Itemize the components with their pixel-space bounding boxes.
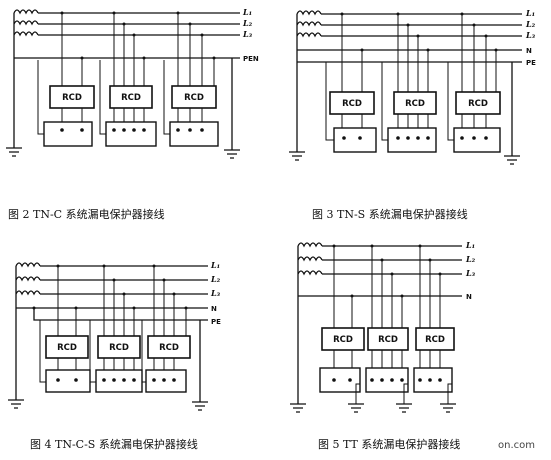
rcd-label-1: RCD xyxy=(57,343,77,353)
caption-fig2: 图 2 TN-C 系统漏电保护器接线 xyxy=(8,207,165,221)
load-box-1 xyxy=(319,367,361,393)
label-n: N xyxy=(466,293,472,301)
load-box-2 xyxy=(387,127,437,153)
transformer-coil-3 xyxy=(13,31,39,37)
rcd-label-1: RCD xyxy=(333,335,353,345)
diagram-tn-c-s: L₁ L₂ L₃ N PE RCD RCD RCD xyxy=(8,260,221,451)
rcd-label-2: RCD xyxy=(378,335,398,345)
rcd-box-2 xyxy=(97,335,141,359)
rcd-box-3 xyxy=(455,91,501,115)
diagram-tn-c: L₁ L₂ L₃ PEN RCD RCD RCD xyxy=(6,7,259,221)
rcd-label-3: RCD xyxy=(468,99,488,109)
rcd-label-1: RCD xyxy=(342,99,362,109)
rcd-label-3: RCD xyxy=(425,335,445,345)
rcd-label-3: RCD xyxy=(184,93,204,103)
diagram-tt: L₁ L₂ L₃ N RCD RCD RCD xyxy=(290,240,476,451)
ground-symbol xyxy=(6,147,22,157)
label-l3: L₃ xyxy=(210,288,221,298)
caption-fig4: 图 4 TN-C-S 系统漏电保护器接线 xyxy=(30,437,198,451)
load-box-1 xyxy=(333,127,377,153)
label-l1: L₁ xyxy=(210,260,220,270)
rcd-box-1 xyxy=(321,327,365,351)
rcd-box-1 xyxy=(45,335,89,359)
label-n: N xyxy=(211,305,217,313)
load-box-2 xyxy=(105,121,157,147)
label-l3: L₃ xyxy=(465,268,476,278)
rcd-label-1: RCD xyxy=(62,93,82,103)
load-box-3 xyxy=(145,369,187,393)
load-box-1 xyxy=(45,369,91,393)
label-pe: PE xyxy=(526,59,536,67)
rcd-label-2: RCD xyxy=(121,93,141,103)
rcd-box-2 xyxy=(109,85,153,109)
watermark: on.com xyxy=(498,440,535,451)
label-l2: L₂ xyxy=(242,18,253,28)
load-box-1 xyxy=(43,121,93,147)
diagram-tn-s: L₁ L₂ L₃ N PE RCD RCD RCD xyxy=(289,8,536,221)
load-box-3 xyxy=(453,127,501,153)
repeat-ground-symbol xyxy=(224,149,240,159)
rcd-box-2 xyxy=(367,327,409,351)
rcd-label-2: RCD xyxy=(405,99,425,109)
rcd-box-3 xyxy=(147,335,191,359)
transformer-coil-2 xyxy=(13,20,39,26)
rcd-label-3: RCD xyxy=(159,343,179,353)
label-l2: L₂ xyxy=(210,274,221,284)
rcd-box-3 xyxy=(171,85,217,109)
label-l3: L₃ xyxy=(242,29,253,39)
label-pe: PE xyxy=(211,318,221,326)
caption-fig3: 图 3 TN-S 系统漏电保护器接线 xyxy=(312,207,468,221)
label-l2: L₂ xyxy=(525,19,536,29)
rcd-box-2 xyxy=(393,91,437,115)
label-l1: L₁ xyxy=(525,8,535,18)
label-l1: L₁ xyxy=(242,7,252,17)
label-l3: L₃ xyxy=(525,30,536,40)
rcd-box-1 xyxy=(329,91,375,115)
label-n: N xyxy=(526,47,532,55)
load-box-3 xyxy=(169,121,219,147)
label-l2: L₂ xyxy=(465,254,476,264)
label-l1: L₁ xyxy=(465,240,475,250)
rcd-box-1 xyxy=(49,85,95,109)
transformer-coil-1 xyxy=(13,9,39,15)
rcd-label-2: RCD xyxy=(109,343,129,353)
label-pen: PEN xyxy=(243,55,259,63)
rcd-box-3 xyxy=(415,327,455,351)
caption-fig5: 图 5 TT 系统漏电保护器接线 xyxy=(318,437,460,451)
